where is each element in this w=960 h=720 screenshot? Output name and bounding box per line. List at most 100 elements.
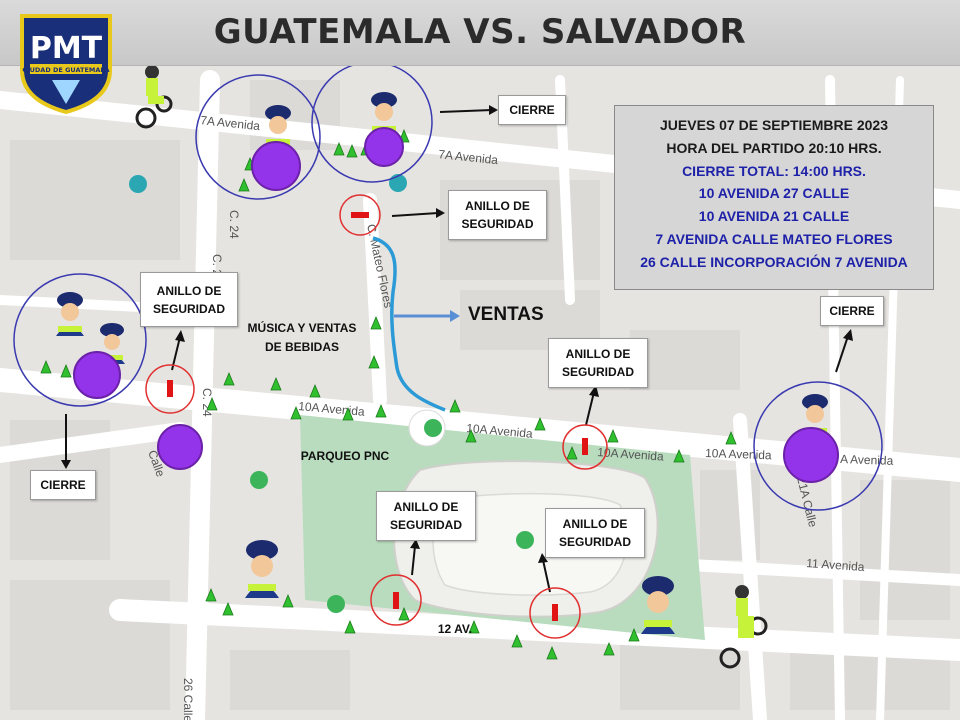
traffic-cone-icon: [346, 143, 358, 158]
security-ring[interactable]: [562, 424, 608, 470]
logo-text: PMT: [30, 31, 103, 66]
traffic-cone-icon: [607, 428, 619, 443]
arrow-to-anillo-bottom-left: [410, 539, 420, 576]
security-ring[interactable]: [370, 574, 422, 626]
arrow-to-anillo-right-top: [585, 385, 599, 426]
label-12-av: 12 AV.: [437, 622, 473, 636]
security-ring[interactable]: [145, 364, 195, 414]
officer-icon[interactable]: [641, 576, 675, 634]
arrow-to-cierre-top: [439, 105, 498, 115]
info-closure-point: 7 AVENIDA CALLE MATEO FLORES: [655, 230, 893, 247]
map-pin-icon[interactable]: [129, 175, 147, 193]
map-pin-icon[interactable]: [250, 471, 268, 489]
label-anillo-left: ANILLO DE SEGURIDAD: [140, 272, 238, 327]
traffic-cone-icon: [603, 641, 615, 656]
label-parqueo: PARQUEO PNC: [300, 449, 390, 463]
traffic-cone-icon: [333, 141, 345, 156]
arrow-to-anillo-top: [391, 208, 445, 218]
pmt-logo: PMT CIUDAD DE GUATEMALA: [20, 14, 112, 115]
security-ring[interactable]: [339, 194, 381, 236]
traffic-cone-icon: [206, 396, 218, 411]
officer-post[interactable]: [157, 424, 203, 470]
traffic-cone-icon: [673, 448, 685, 463]
officer-post[interactable]: [753, 381, 883, 511]
barrier-icon: [582, 438, 588, 455]
traffic-cone-icon: [222, 601, 234, 616]
info-closure-point: 10 AVENIDA 27 CALLE: [698, 185, 850, 202]
security-ring[interactable]: [529, 587, 581, 639]
label-musica: MÚSICA Y VENTAS DE BEBIDAS: [247, 321, 357, 354]
officer-icon: [56, 292, 84, 336]
traffic-cone-icon: [205, 587, 217, 602]
officer-marker: [364, 127, 404, 167]
traffic-cone-icon: [534, 416, 546, 431]
barrier-icon: [552, 604, 558, 621]
vendor-route: [372, 236, 446, 412]
traffic-cone-icon: [468, 619, 480, 634]
traffic-cone-icon: [270, 376, 282, 391]
barrier-icon: [351, 212, 369, 218]
motorcycle-officer-icon[interactable]: [135, 65, 173, 129]
traffic-cone-icon: [344, 619, 356, 634]
officer-marker: [251, 141, 301, 191]
street-label-7a-top: 7A Avenida: [200, 113, 261, 133]
label-anillo-bottom-left: ANILLO DE SEGURIDAD: [376, 491, 476, 541]
officer-marker: [73, 351, 121, 399]
label-cierre-right: CIERRE: [820, 296, 884, 326]
traffic-cone-icon: [370, 315, 382, 330]
barrier-layer: [145, 194, 608, 639]
label-ventas: VENTAS: [468, 304, 544, 325]
ventas-arrow: [394, 310, 460, 322]
info-closure-point: 10 AVENIDA 21 CALLE: [698, 208, 850, 225]
arrow-to-cierre-right: [835, 329, 853, 373]
officer-marker: [157, 424, 203, 470]
arrow-to-cierre-left: [61, 414, 71, 469]
street-label-26-calle: 26 Calle: [181, 678, 195, 720]
traffic-cone-icon: [223, 371, 235, 386]
label-anillo-bottom-right: ANILLO DE SEGURIDAD: [545, 508, 645, 558]
map-pin-icon[interactable]: [424, 419, 442, 437]
traffic-cone-icon: [342, 406, 354, 421]
info-closure-point: 26 CALLE INCORPORACIÓN 7 AVENIDA: [640, 253, 908, 270]
page-title: GUATEMALA VS. SALVADOR: [213, 12, 747, 52]
arrow-to-anillo-bottom-right: [538, 553, 551, 593]
info-match-time: HORA DEL PARTIDO 20:10 HRS.: [666, 139, 882, 156]
officer-post[interactable]: [13, 273, 147, 407]
traffic-cone-icon: [40, 359, 52, 374]
officer-icon[interactable]: [245, 540, 279, 598]
map-pin-icon[interactable]: [327, 595, 345, 613]
traffic-cone-icon: [398, 606, 410, 621]
traffic-cone-icon: [725, 430, 737, 445]
traffic-cone-icon: [375, 403, 387, 418]
street-label-c24-upper: C. 24: [227, 210, 241, 239]
street-label-7a-right: 7A Avenida: [438, 147, 499, 167]
street-label-10a-right3: A Avenida: [840, 452, 894, 468]
info-date: JUEVES 07 DE SEPTIEMBRE 2023: [660, 117, 888, 133]
traffic-cone-icon: [290, 405, 302, 420]
barrier-icon: [167, 380, 173, 397]
label-cierre-top: CIERRE: [498, 95, 566, 125]
label-anillo-top: ANILLO DE SEGURIDAD: [448, 190, 547, 240]
label-anillo-right-top: ANILLO DE SEGURIDAD: [548, 338, 648, 388]
traffic-cone-icon: [60, 363, 72, 378]
traffic-cone-icon: [628, 627, 640, 642]
traffic-cone-icon: [465, 428, 477, 443]
traffic-cone-icon: [309, 383, 321, 398]
officer-post[interactable]: [195, 74, 321, 200]
traffic-cone-icon: [546, 645, 558, 660]
officer-marker: [783, 427, 839, 483]
title-bar: GUATEMALA VS. SALVADOR: [0, 0, 960, 66]
motorcycle-officer-icon[interactable]: [719, 585, 768, 669]
info-closure-time: CIERRE TOTAL: 14:00 HRS.: [682, 162, 866, 179]
event-info-box: JUEVES 07 DE SEPTIEMBRE 2023 HORA DEL PA…: [614, 105, 934, 290]
traffic-cone-icon: [566, 445, 578, 460]
officer-layer: [13, 61, 883, 669]
street-label-10a-right2: 10A Avenida: [705, 446, 772, 462]
map-pin-icon[interactable]: [516, 531, 534, 549]
traffic-cone-icon: [511, 633, 523, 648]
street-label-10a-right1: 10A Avenida: [597, 445, 665, 464]
label-cierre-left: CIERRE: [30, 470, 96, 500]
traffic-cone-icon: [282, 593, 294, 608]
logo-subtext: CIUDAD DE GUATEMALA: [22, 66, 109, 74]
